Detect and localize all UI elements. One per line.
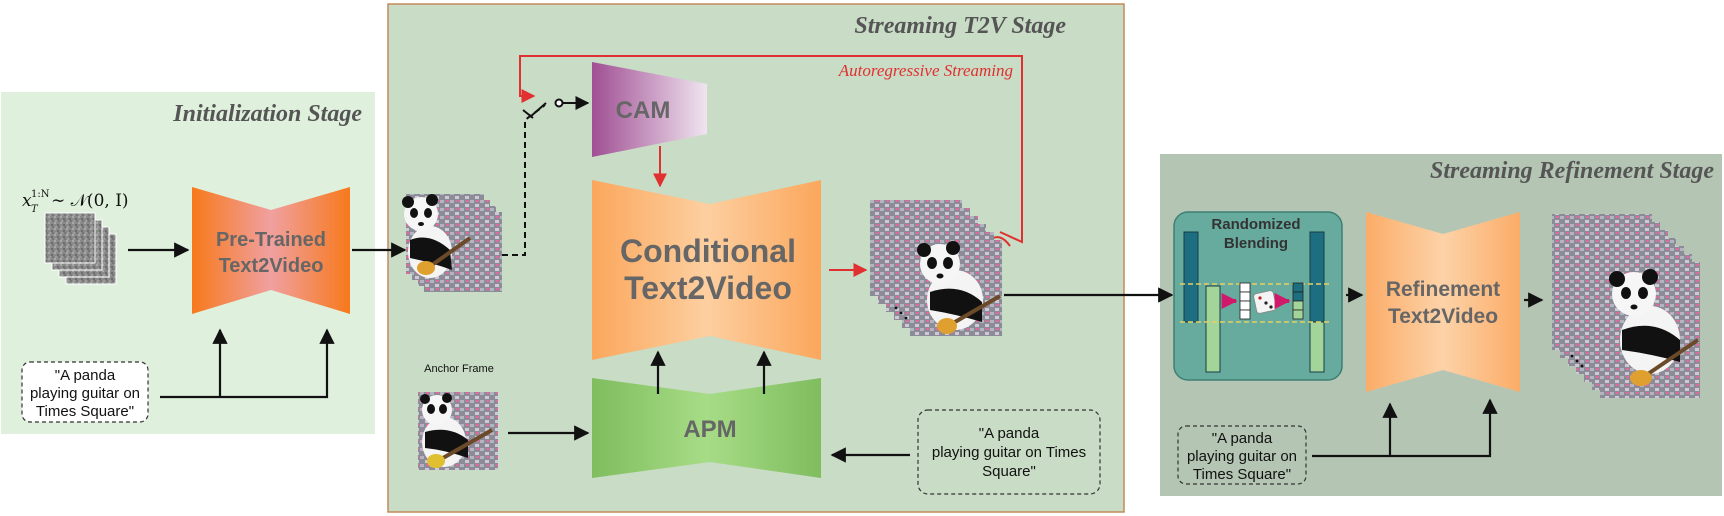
token-stack	[1239, 282, 1251, 320]
pretrained-label-line1: Pre-Trained	[216, 229, 326, 251]
refinement-prompt-box: "A panda playing guitar on Times Square"	[1177, 425, 1307, 485]
panda-image	[402, 194, 472, 278]
anchor-frame-image	[418, 392, 498, 470]
panda-image	[894, 241, 1001, 334]
noise-formula-sub: T	[31, 204, 39, 215]
blending-label-line1: Randomized	[1211, 216, 1300, 233]
cam-block: CAM	[592, 62, 707, 157]
init-prompt-line3: Times Square"	[36, 403, 134, 420]
refinement-prompt-line3: Times Square"	[1193, 466, 1291, 483]
apm-label: APM	[683, 416, 736, 443]
streaming-stage-title: Streaming T2V Stage	[854, 13, 1066, 39]
refinement-prompt-arrows	[1312, 398, 1498, 458]
conditional-text2video-block: Conditional Text2Video	[592, 180, 821, 360]
refinement-text2video-block: Refinement Text2Video	[1366, 212, 1520, 392]
refinement-prompt-line1: "A panda	[1212, 430, 1273, 447]
refined-video-frames	[1552, 214, 1700, 398]
noise-formula-rest: ∼ 𝒩(0, I)	[51, 191, 129, 211]
refinement-label-line2: Text2Video	[1388, 305, 1498, 328]
apm-to-conditional-arrows	[650, 350, 772, 394]
blended-token-stack	[1292, 282, 1304, 320]
streaming-prompt-line2: playing guitar on Times	[932, 444, 1086, 461]
initial-chunk-frames	[402, 194, 502, 292]
anchor-frame-label: Anchor Frame	[424, 363, 494, 375]
refinement-prompt-line2: playing guitar on	[1187, 448, 1297, 465]
refinement-stage-title: Streaming Refinement Stage	[1430, 158, 1714, 184]
apm-block: APM	[592, 378, 821, 478]
cam-label: CAM	[616, 97, 671, 124]
autoregressive-streaming-label: Autoregressive Streaming	[838, 61, 1013, 80]
noise-frames-stack	[44, 212, 117, 285]
noise-formula-sup: 1:N	[31, 189, 50, 200]
noise-formula-base: x	[22, 191, 32, 211]
streaming-prompt-line3: Square"	[982, 463, 1036, 480]
generated-chunk-frames	[870, 200, 1002, 336]
conditional-label-line2: Text2Video	[624, 270, 792, 306]
initialization-stage-title: Initialization Stage	[172, 101, 362, 127]
init-prompt-line1: "A panda	[55, 367, 116, 384]
randomized-blending-block: Randomized Blending	[1173, 211, 1343, 381]
conditional-label-line1: Conditional	[620, 233, 796, 269]
noise-formula: x T 1:N ∼ 𝒩(0, I)	[22, 189, 129, 215]
pretrained-label-line2: Text2Video	[219, 255, 324, 277]
init-prompt-line2: playing guitar on	[30, 385, 140, 402]
streaming-prompt-line1: "A panda	[979, 425, 1040, 442]
panda-image	[1570, 269, 1700, 386]
refinement-label-line1: Refinement	[1386, 278, 1500, 301]
streaming-prompt-box: "A panda playing guitar on Times Square"	[917, 409, 1101, 495]
cam-switch-path	[502, 96, 590, 256]
blending-label-line2: Blending	[1224, 235, 1288, 252]
init-prompt-arrows	[160, 328, 335, 399]
dice-icon	[1253, 290, 1277, 314]
init-prompt-box: "A panda playing guitar on Times Square"	[21, 361, 149, 423]
pretrained-text2video-block: Pre-Trained Text2Video	[192, 187, 350, 314]
